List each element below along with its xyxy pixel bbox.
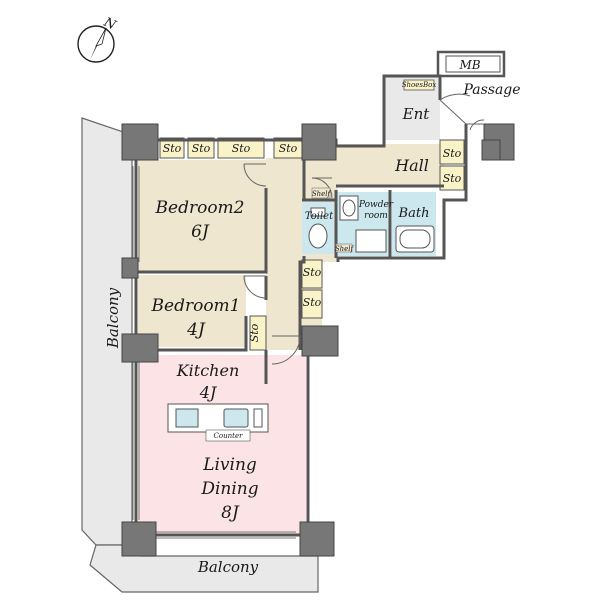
- structural-pillars: [121, 123, 515, 557]
- kitchen-counter: [167, 403, 269, 433]
- north-compass-icon: [77, 25, 115, 63]
- toilet-fixture: [308, 207, 328, 249]
- doors: [243, 93, 485, 365]
- entrance-floor: [384, 76, 440, 140]
- kitchen-size: 4J: [199, 383, 218, 402]
- shelf-fixture: [335, 243, 353, 253]
- powder-room-label-2: room: [364, 211, 388, 221]
- shelf-fixture: [311, 187, 331, 199]
- shoes-box: [403, 79, 435, 91]
- storage-closet: [301, 259, 323, 289]
- shelf-label: Shelf: [312, 190, 332, 198]
- living-dining-size: 8J: [221, 503, 240, 523]
- storage-label: Sto: [248, 323, 261, 342]
- storage-label: Sto: [303, 296, 322, 309]
- storage-label: Sto: [443, 147, 462, 160]
- south-balcony-label: Balcony: [197, 558, 259, 576]
- bathtub: [395, 225, 435, 253]
- counter-tag: [205, 429, 251, 442]
- entrance-label: Ent: [402, 105, 431, 123]
- shoes-box-label: ShoesBox: [402, 81, 437, 89]
- bedroom2-floor: [138, 160, 266, 272]
- storage-closet: [249, 315, 267, 351]
- west-balcony-label: Balcony: [104, 287, 122, 349]
- bedroom2-size: 6J: [191, 222, 210, 242]
- storage-label: Sto: [443, 172, 462, 185]
- dining-label: Dining: [200, 479, 258, 499]
- storage-label: Sto: [279, 142, 298, 155]
- shelf-label: Shelf: [335, 245, 355, 253]
- bedroom1-size: 4J: [186, 320, 206, 340]
- storage-label: Sto: [192, 142, 211, 155]
- bedroom1-label: Bedroom1: [151, 296, 241, 316]
- windows: [132, 166, 296, 539]
- mb-label: MB: [458, 58, 480, 72]
- toilet-label: Toilet: [305, 211, 334, 222]
- bedroom2-label: Bedroom2: [155, 198, 245, 218]
- washbasin-fixture: [339, 195, 359, 221]
- storage-label: Sto: [232, 142, 251, 155]
- storage-closet: [439, 139, 465, 165]
- storage-closet: [187, 137, 215, 159]
- washing-machine-space: [355, 229, 387, 253]
- powder-room-label-1: Powder: [358, 200, 394, 210]
- counter-label: Counter: [214, 432, 244, 440]
- storage-label: Sto: [163, 142, 182, 155]
- passage-label: Passage: [462, 82, 520, 98]
- storage-closet: [301, 289, 323, 319]
- bath-label: Bath: [398, 206, 430, 221]
- storage-closet: [217, 137, 265, 159]
- storage-closet: [159, 137, 185, 159]
- kitchen-label: Kitchen: [176, 361, 240, 380]
- living-label: Living: [202, 455, 257, 475]
- storage-label: Sto: [303, 266, 322, 279]
- mb-floor: [446, 56, 500, 74]
- hall-label: Hall: [394, 156, 429, 175]
- living-dining-floor: [138, 355, 306, 535]
